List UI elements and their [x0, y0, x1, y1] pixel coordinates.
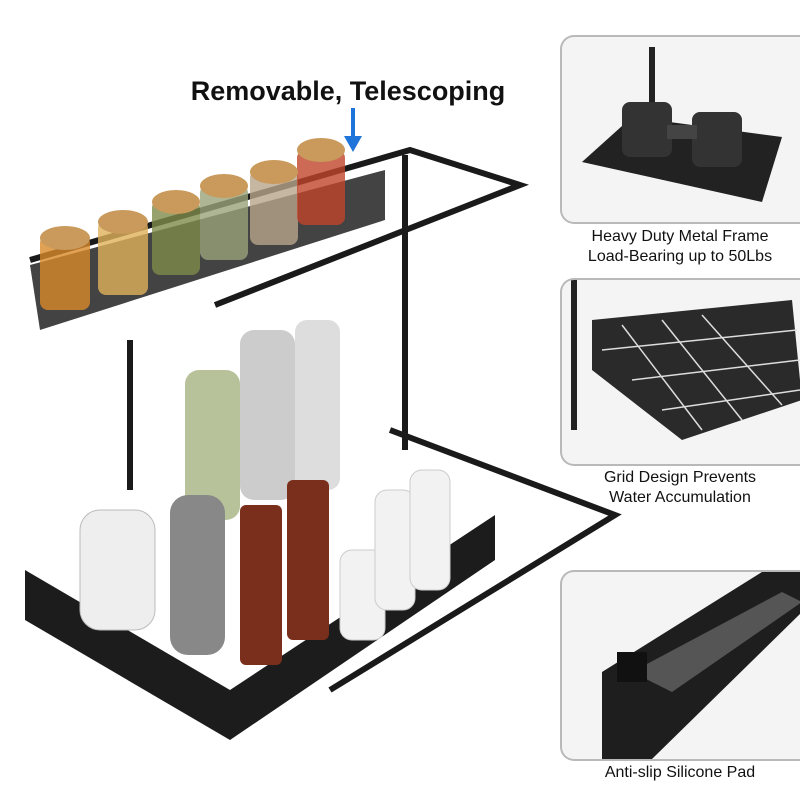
dumbbell-icon [582, 47, 782, 202]
caption-line: Water Accumulation [609, 489, 751, 506]
spice-jars [40, 138, 345, 310]
headline: Removable, Telescoping [190, 76, 506, 106]
feature-panel-silicone-pad [560, 570, 800, 761]
bottom-basket [25, 515, 495, 740]
silicone-pad-icon [602, 572, 800, 759]
caption-line: Grid Design Prevents [603, 469, 757, 486]
feature-caption-load-bearing: Heavy Duty Metal Frame Load-Bearing up t… [560, 227, 800, 267]
feature-panel-grid [560, 278, 800, 466]
down-arrow-icon [344, 108, 362, 152]
feature-caption-grid: Grid Design Prevents Water Accumulation [560, 468, 800, 508]
caption-line: Heavy Duty Metal Frame [591, 228, 769, 245]
feature-panel-load-bearing [560, 35, 800, 224]
bottles [79, 320, 451, 665]
product-image-organizer [25, 138, 622, 740]
grid-basket-icon [571, 280, 800, 440]
feature-caption-silicone-pad: Anti-slip Silicone Pad [560, 763, 800, 783]
caption-line: Anti-slip Silicone Pad [604, 764, 756, 781]
caption-line: Load-Bearing up to 50Lbs [587, 248, 773, 265]
